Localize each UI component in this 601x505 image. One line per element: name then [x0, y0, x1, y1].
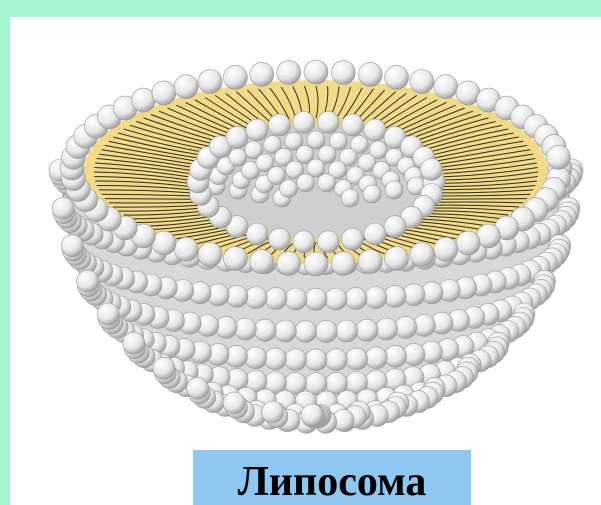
lipid-head: [305, 288, 327, 310]
lipid-head: [317, 111, 339, 133]
lipid-head: [331, 61, 355, 85]
lipid-head: [363, 185, 381, 203]
lipid-head: [410, 70, 434, 94]
lipid-tail: [105, 199, 194, 200]
lipid-head: [293, 231, 315, 253]
lipid-head: [198, 243, 222, 267]
lipid-head: [52, 197, 74, 219]
lipid-head: [325, 288, 347, 310]
lipid-head: [364, 119, 386, 141]
lipid-head: [376, 318, 398, 340]
lipid-head: [264, 348, 286, 370]
lipid-head: [297, 174, 315, 192]
lipid-head: [187, 377, 209, 399]
lipid-head: [280, 180, 298, 198]
lipid-head: [77, 270, 99, 292]
lipid-head: [198, 70, 222, 94]
lipid-head: [395, 316, 417, 338]
lipid-head: [285, 288, 307, 310]
lipid-head: [410, 243, 434, 267]
lipid-head: [547, 145, 571, 169]
lipid-head: [304, 60, 328, 84]
lipid-head: [385, 247, 409, 271]
lipid-head: [336, 320, 358, 342]
lipid-head: [245, 287, 267, 309]
lipid-head: [229, 148, 247, 166]
lipid-head: [277, 251, 301, 275]
lipid-head: [346, 348, 368, 370]
lipid-head: [365, 347, 387, 369]
lipid-head: [305, 349, 327, 371]
lipid-head: [262, 401, 284, 423]
lipid-head: [318, 174, 336, 192]
lipid-head: [265, 287, 287, 309]
lipid-head: [325, 349, 347, 371]
lipid-head: [385, 345, 407, 367]
lipid-head: [317, 231, 339, 253]
lipid-head: [274, 320, 296, 342]
lipid-head: [345, 287, 367, 309]
lipid-head: [304, 252, 328, 276]
lipid-head: [234, 318, 256, 340]
lipid-head: [254, 319, 276, 341]
lipid-head: [420, 159, 442, 181]
lipid-head: [385, 181, 403, 199]
lipid-head: [245, 347, 267, 369]
lipid-head: [358, 250, 382, 274]
lipid-head: [434, 237, 458, 261]
lipid-head: [364, 223, 386, 245]
lipid-head: [385, 65, 409, 89]
lipid-head: [174, 237, 198, 261]
lipid-head: [285, 349, 307, 371]
lipid-head: [61, 235, 83, 257]
lipid-head: [153, 357, 175, 379]
lipid-head: [246, 223, 268, 245]
lipid-head: [456, 231, 480, 255]
lipid-head: [152, 81, 176, 105]
lipid-tail: [438, 199, 527, 200]
lipid-head: [123, 332, 145, 354]
lipid-head: [434, 75, 458, 99]
lipid-head: [384, 216, 406, 238]
lipid-head: [315, 320, 337, 342]
lipid-head: [250, 62, 274, 86]
lipid-head: [250, 250, 274, 274]
lipid-head: [223, 392, 245, 414]
lipid-head: [341, 189, 359, 207]
lipid-head: [223, 247, 247, 271]
lipid-head: [342, 228, 364, 250]
lipid-head: [277, 61, 301, 85]
lipid-head: [246, 119, 268, 141]
lipid-head: [331, 251, 355, 275]
caption-label: Липосома: [238, 461, 427, 503]
lipid-head: [342, 114, 364, 136]
lipid-head: [269, 228, 291, 250]
lipid-head: [226, 126, 248, 148]
lipid-head: [269, 114, 291, 136]
lipid-head: [307, 159, 325, 177]
lipid-head: [174, 75, 198, 99]
lipid-head: [358, 62, 382, 86]
lipid-head: [97, 303, 119, 325]
lipid-head: [223, 65, 247, 89]
caption-box: Липосома: [193, 450, 471, 505]
lipid-head: [384, 285, 406, 307]
lipid-head: [307, 131, 325, 149]
lipid-head: [295, 320, 317, 342]
lipid-head: [293, 111, 315, 133]
lipid-head: [365, 287, 387, 309]
lipid-head: [356, 319, 378, 341]
lipid-head: [301, 404, 323, 426]
